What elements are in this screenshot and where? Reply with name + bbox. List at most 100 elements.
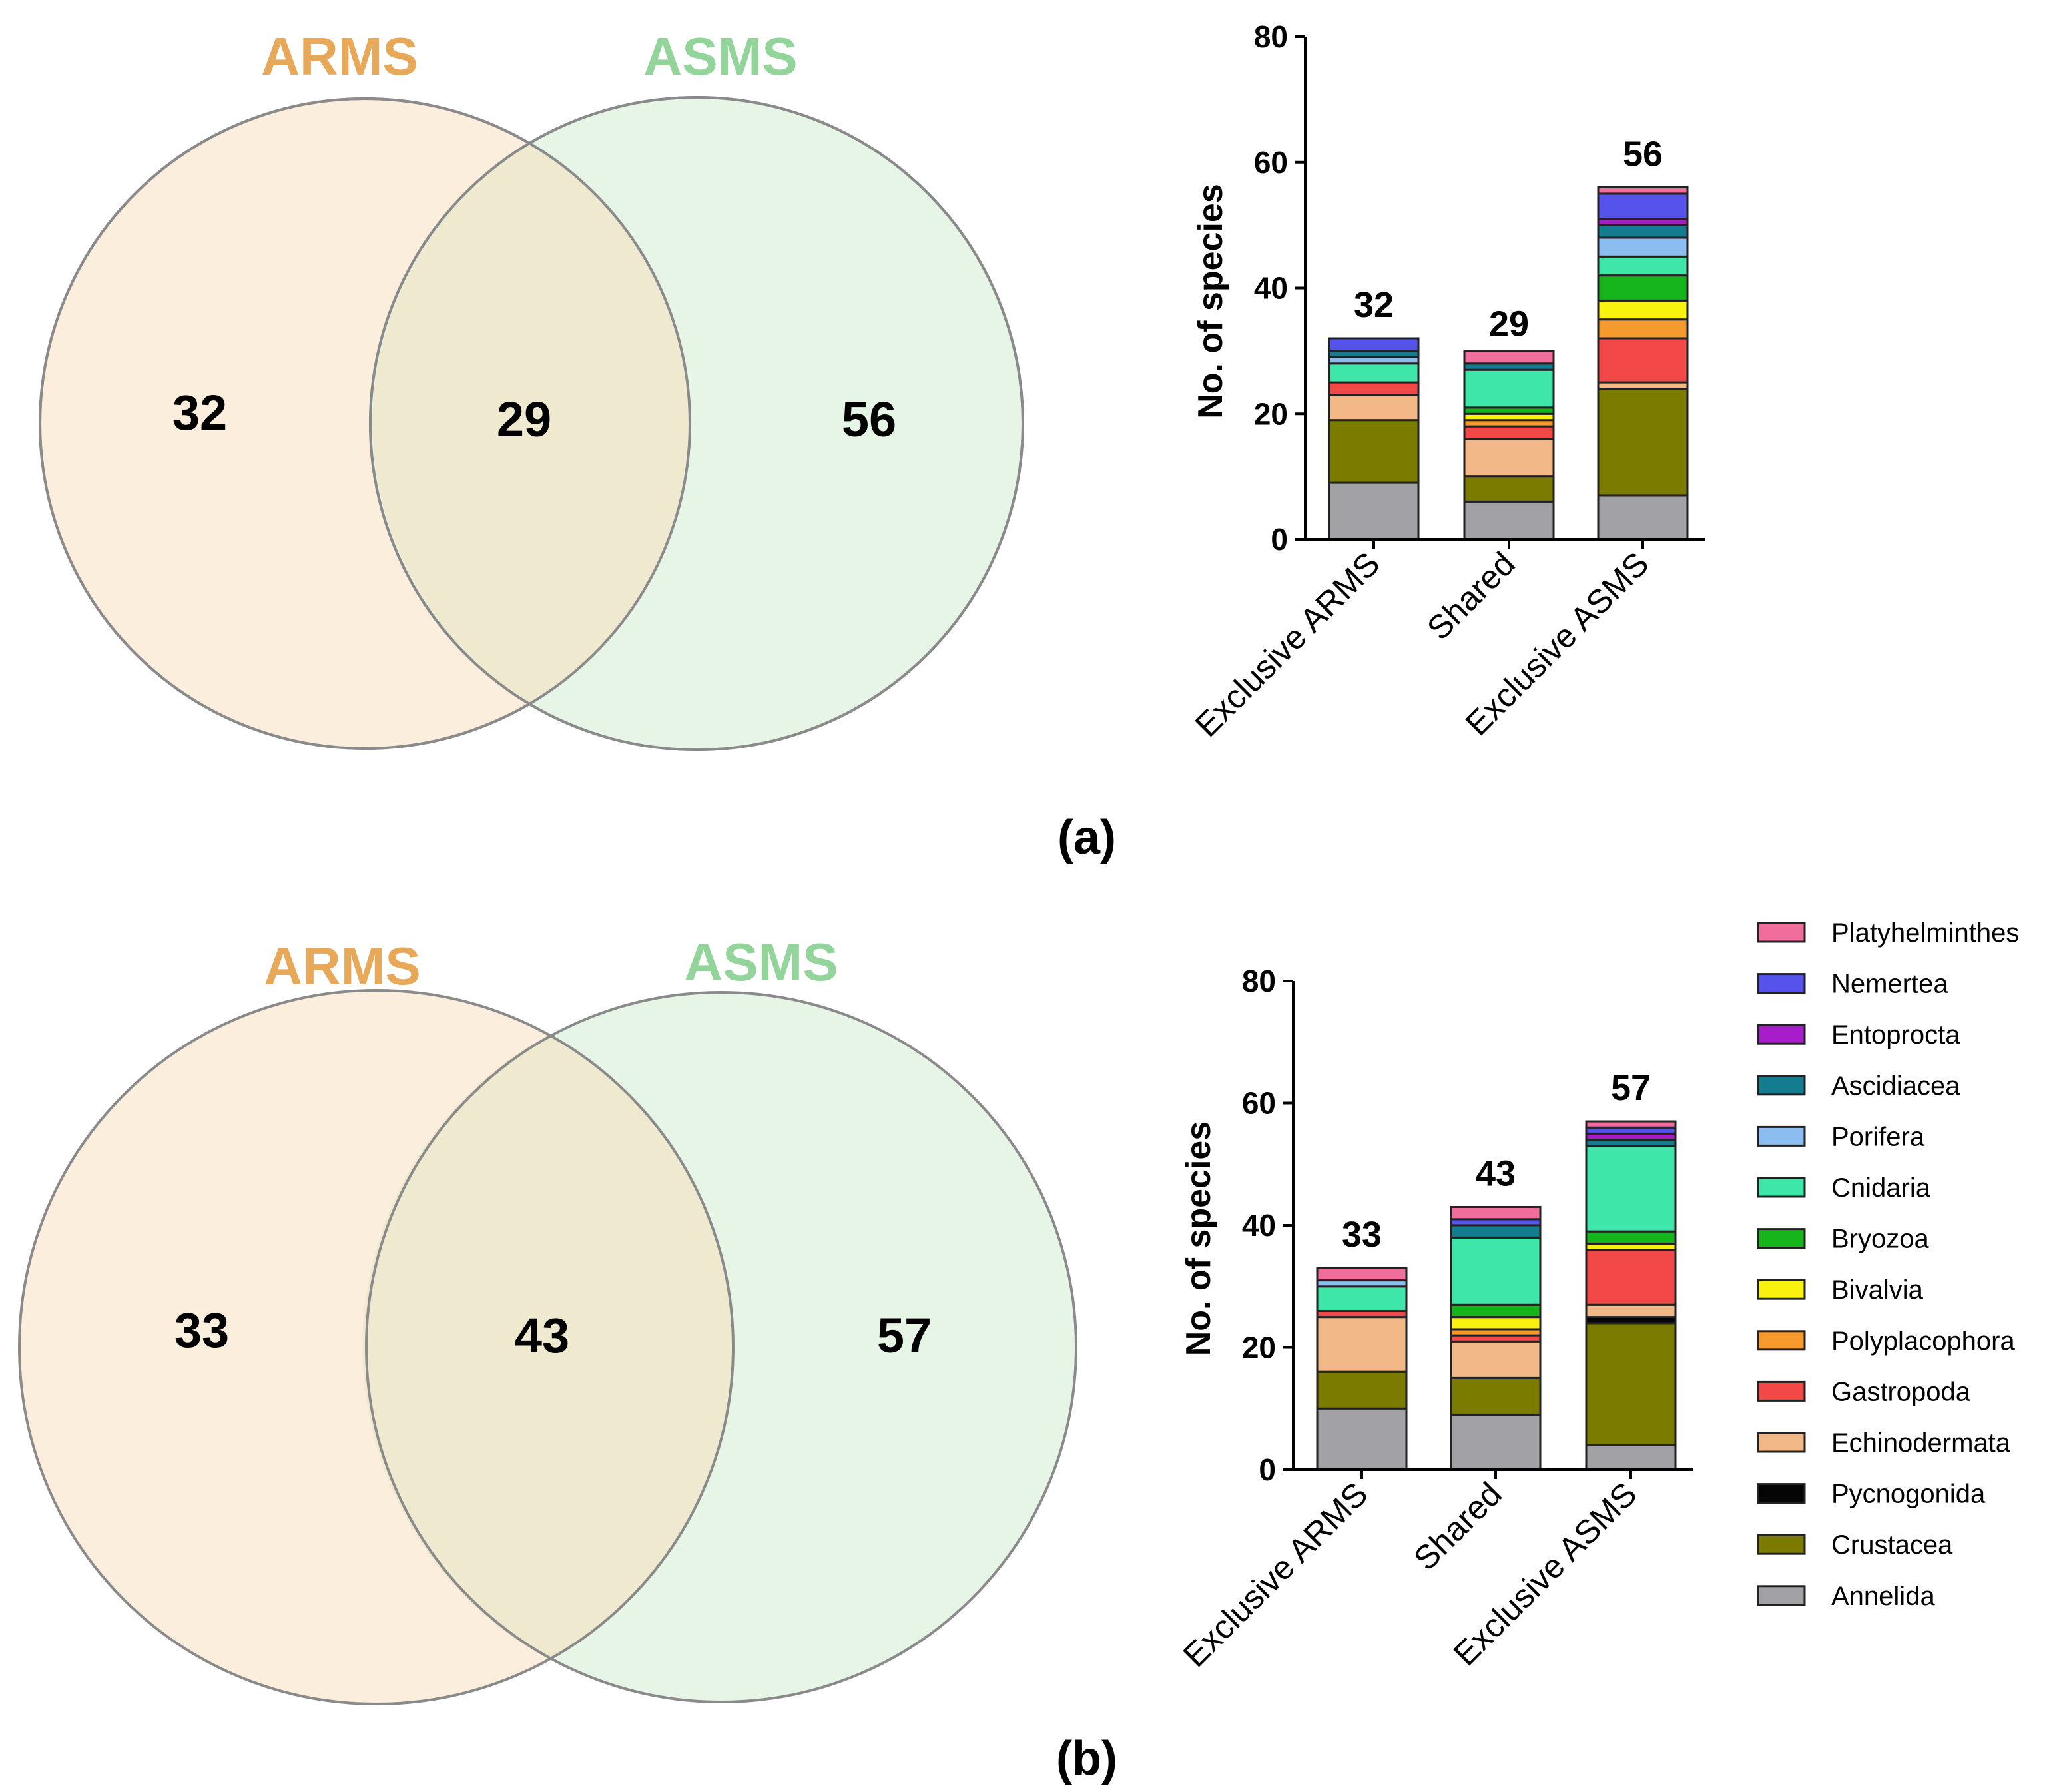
bar-segment-echinodermata-exclusive-asms <box>1585 1303 1677 1319</box>
bar-total-label-shared: 43 <box>1476 1153 1516 1193</box>
legend: PlatyhelminthesNemerteaEntoproctaAscidia… <box>1757 918 2019 1611</box>
y-tick-label: 20 <box>1242 1331 1276 1365</box>
legend-label-polyplacophora: Polyplacophora <box>1831 1327 2015 1356</box>
y-tick-label: 40 <box>1242 1208 1276 1243</box>
legend-swatch-bryozoa <box>1757 1228 1806 1249</box>
legend-swatch-echinodermata <box>1757 1432 1806 1453</box>
bar-total-label-exclusive-arms: 32 <box>1354 285 1394 325</box>
legend-swatch-gastropoda <box>1757 1380 1806 1402</box>
legend-label-platyhelminthes: Platyhelminthes <box>1831 918 2019 948</box>
venn-count-asms-only: 57 <box>877 1308 932 1363</box>
legend-label-bivalvia: Bivalvia <box>1831 1275 1924 1305</box>
venn-overlap <box>372 144 691 703</box>
x-tick-label-shared: Shared <box>1420 545 1522 647</box>
bar-segment-cnidaria-exclusive-asms <box>1585 1145 1677 1233</box>
venn-circle-asms-outline <box>365 991 1077 1703</box>
legend-swatch-annelida <box>1757 1585 1806 1606</box>
bar-segment-bryozoa-shared <box>1450 1303 1542 1319</box>
y-tick-label: 0 <box>1271 522 1288 557</box>
bar-segment-bryozoa-exclusive-asms <box>1597 274 1689 302</box>
panel-label-a: (a) <box>1057 811 1116 864</box>
legend-label-bryozoa: Bryozoa <box>1831 1225 1929 1254</box>
venn-title-arms: ARMS <box>264 936 421 996</box>
legend-label-echinodermata: Echinodermata <box>1831 1428 2011 1458</box>
bar-segment-porifera-exclusive-asms <box>1597 236 1689 258</box>
bar-segment-crustacea-shared <box>1463 475 1555 503</box>
legend-swatch-cnidaria <box>1757 1177 1806 1198</box>
legend-swatch-platyhelminthes <box>1757 922 1806 943</box>
legend-label-nemertea: Nemertea <box>1831 970 1948 999</box>
bar-segment-polyplacophora-exclusive-asms <box>1597 318 1689 340</box>
x-tick-label-exclusive-arms: Exclusive ARMS <box>1188 545 1387 744</box>
bar-segment-bivalvia-shared <box>1450 1316 1542 1331</box>
bar-segment-nemertea-exclusive-asms <box>1597 192 1689 220</box>
bar-segment-bivalvia-exclusive-asms <box>1597 299 1689 321</box>
bar-segment-crustacea-exclusive-arms <box>1328 419 1420 484</box>
bar-segment-platyhelminthes-shared <box>1463 350 1555 365</box>
venn-circle-asms-outline <box>369 96 1024 751</box>
bar-segment-crustacea-shared <box>1450 1376 1542 1416</box>
bar-segment-annelida-exclusive-arms <box>1328 481 1420 541</box>
venn-overlap <box>362 1035 733 1659</box>
bar-segment-crustacea-exclusive-asms <box>1585 1322 1677 1446</box>
bar-segment-annelida-exclusive-asms <box>1597 494 1689 541</box>
bar-segment-platyhelminthes-exclusive-arms <box>1316 1267 1408 1282</box>
y-tick-label: 60 <box>1254 145 1288 180</box>
legend-swatch-pycnogonida <box>1757 1483 1806 1504</box>
bar-segment-crustacea-exclusive-asms <box>1597 388 1689 497</box>
bar-segment-platyhelminthes-shared <box>1450 1205 1542 1221</box>
venn-circle-arms-outline <box>39 97 691 750</box>
legend-swatch-nemertea <box>1757 973 1806 994</box>
venn-title-asms: ASMS <box>643 27 797 86</box>
bar-segment-gastropoda-shared <box>1463 425 1555 440</box>
venn-diagram-b: ARMS ASMS 33 43 57 <box>18 932 1077 1705</box>
venn-count-overlap: 29 <box>497 392 551 447</box>
bar-segment-bryozoa-exclusive-asms <box>1585 1230 1677 1245</box>
legend-swatch-porifera <box>1757 1125 1806 1147</box>
bar-segment-ascidiacea-shared <box>1450 1224 1542 1239</box>
bar-segment-cnidaria-shared <box>1463 368 1555 409</box>
legend-swatch-entoprocta <box>1757 1024 1806 1045</box>
venn-count-asms-only: 56 <box>842 392 896 447</box>
venn-count-overlap: 43 <box>515 1308 569 1363</box>
legend-swatch-polyplacophora <box>1757 1330 1806 1351</box>
bar-segment-nemertea-exclusive-arms <box>1328 337 1420 352</box>
legend-label-pycnogonida: Pycnogonida <box>1831 1480 1986 1509</box>
legend-label-gastropoda: Gastropoda <box>1831 1377 1971 1406</box>
legend-label-cnidaria: Cnidaria <box>1831 1173 1931 1203</box>
venn-circle-arms-outline <box>18 989 735 1705</box>
bar-segment-annelida-shared <box>1463 500 1555 541</box>
venn-diagram-a: ARMS ASMS 32 29 56 <box>39 27 1024 751</box>
bar-segment-platyhelminthes-exclusive-asms <box>1597 186 1689 195</box>
bar-segment-echinodermata-exclusive-arms <box>1328 394 1420 422</box>
y-tick-label: 40 <box>1254 271 1288 306</box>
bar-segment-gastropoda-exclusive-asms <box>1597 337 1689 384</box>
y-axis-title: No. of species <box>1191 184 1230 419</box>
bar-segment-cnidaria-exclusive-arms <box>1316 1285 1408 1312</box>
bar-segment-cnidaria-exclusive-asms <box>1597 255 1689 277</box>
bar-total-label-exclusive-arms: 33 <box>1342 1215 1382 1255</box>
x-tick-label-exclusive-arms: Exclusive ARMS <box>1176 1475 1375 1674</box>
venn-count-arms-only: 32 <box>172 385 227 440</box>
bar-total-label-shared: 29 <box>1489 304 1529 344</box>
bar-segment-cnidaria-shared <box>1450 1236 1542 1306</box>
legend-swatch-bivalvia <box>1757 1279 1806 1300</box>
legend-label-crustacea: Crustacea <box>1831 1530 1953 1560</box>
bar-segment-echinodermata-shared <box>1463 438 1555 478</box>
legend-label-porifera: Porifera <box>1831 1122 1925 1151</box>
bar-segment-gastropoda-exclusive-arms <box>1328 381 1420 396</box>
bar-segment-platyhelminthes-exclusive-asms <box>1585 1120 1677 1129</box>
legend-swatch-ascidiacea <box>1757 1075 1806 1096</box>
legend-label-entoprocta: Entoprocta <box>1831 1020 1960 1049</box>
bar-total-label-exclusive-asms: 56 <box>1623 135 1663 174</box>
bar-segment-crustacea-exclusive-arms <box>1316 1370 1408 1410</box>
bar-segment-echinodermata-shared <box>1450 1340 1542 1379</box>
y-tick-label: 20 <box>1254 396 1288 431</box>
y-tick-label: 60 <box>1242 1086 1276 1121</box>
bar-segment-echinodermata-exclusive-arms <box>1316 1316 1408 1373</box>
x-tick-label-shared: Shared <box>1406 1475 1509 1578</box>
venn-title-arms: ARMS <box>261 27 418 86</box>
